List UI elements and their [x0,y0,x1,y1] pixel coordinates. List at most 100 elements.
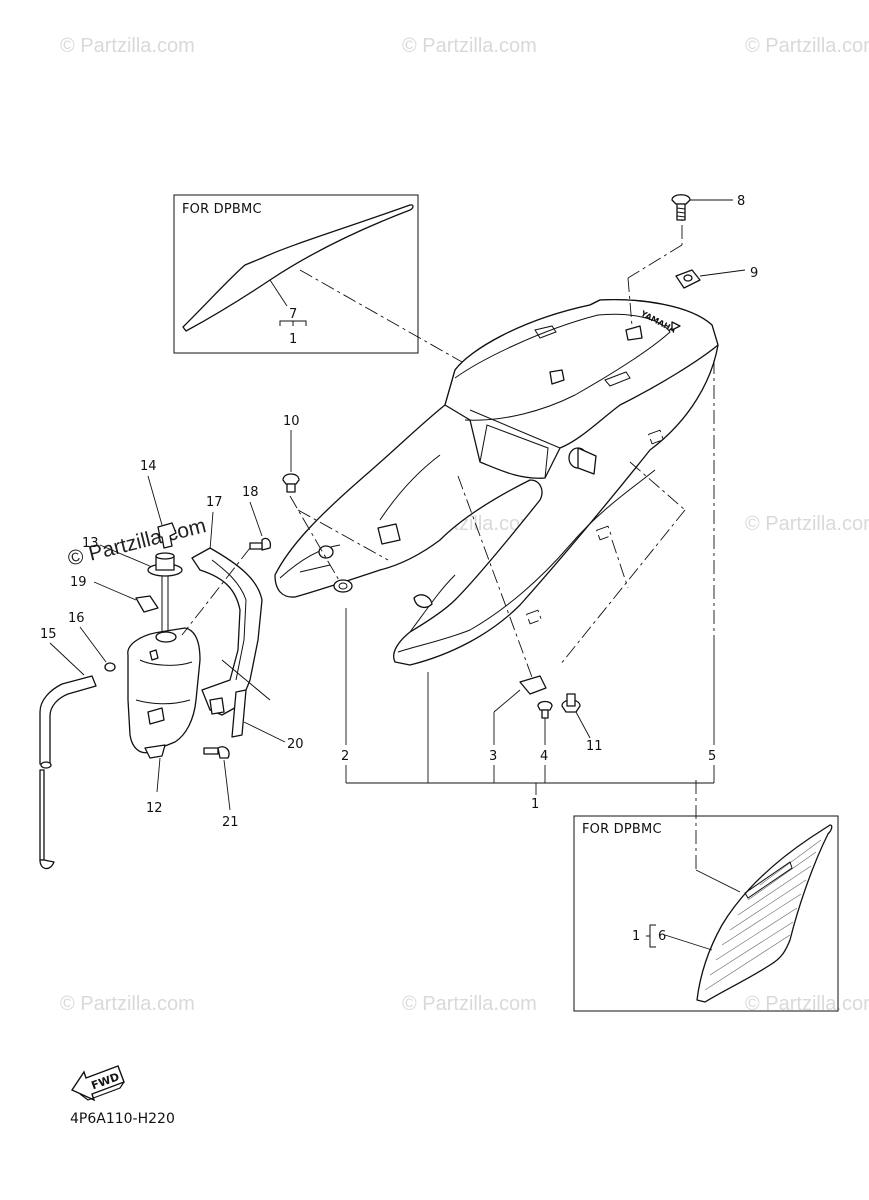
leader-line [79,626,107,663]
leader-line [147,475,163,526]
inset-label: FOR DPBMC [582,822,662,837]
side-decal-part [696,824,833,1003]
callout-14: 14 [140,459,157,474]
leader-line [209,511,214,551]
bolt-21-head [217,746,230,759]
hose-clamp-16 [104,662,116,672]
leader-dashed [297,509,389,561]
inset-label: FOR DPBMC [182,202,262,217]
leader-dashed [289,495,341,583]
elbow-fitting-14 [157,522,177,549]
leader-line [243,721,286,743]
clip-3 [519,675,547,695]
callout-11: 11 [586,739,603,754]
clip-hint [648,429,664,445]
seat-pad [444,299,719,479]
hose-joint [40,761,52,769]
bolt-4-shank [541,709,549,719]
seat-edge [469,409,561,449]
inner-panel-line [379,454,441,521]
seat-clip [625,325,643,341]
reservoir-group: 14 13 19 16 12 15 [39,459,304,870]
leader-line [93,581,137,601]
callout-8: 8 [737,194,745,209]
bolt-18-shank [249,542,263,550]
rivet-10 [282,473,300,485]
assembly-bracket: 2 3 4 5 1 [341,608,716,812]
leader-line [99,544,153,568]
side-panel-crease [409,574,456,633]
callout-20: 20 [287,737,304,752]
callout-17: 17 [206,495,223,510]
seat-front-face [479,424,549,479]
inset-side-decal: FOR DPBMC 1 6 [573,815,839,1012]
thread [676,207,686,210]
inset-frame [573,815,839,1012]
grommet [333,579,353,593]
mount-hole [413,594,433,609]
callout-13: 13 [82,536,99,551]
rear-cowl-assembly: YAMAHA [274,299,719,666]
watermark-text: © Partzilla.com [60,993,195,1015]
callout-5: 5 [708,749,716,764]
reservoir-tank-12 [127,627,201,754]
bolt-21-shank [203,747,219,755]
thread [676,211,686,214]
leader-dashed [627,244,683,279]
seat-tab [604,371,631,387]
strap-guide [221,659,271,701]
mount-grommet-seat [318,545,334,559]
reservoir-bracket-17 [191,547,263,716]
seat-top-outline [454,313,671,421]
leader-dashed [559,509,686,666]
thread [676,215,686,218]
leader-line [49,642,85,676]
watermark-text: © Partzilla.com [745,993,869,1015]
bolt-18-head [261,537,272,551]
tank-nipple [149,649,159,661]
callout-19: 19 [70,575,87,590]
callout-6: 6 [658,929,666,944]
seat-arrow [671,321,681,331]
diagram-code: 4P6A110-H220 [70,1111,175,1127]
callout-18: 18 [242,485,259,500]
rivet-11-pin [566,693,576,707]
leader-dashed [299,269,463,363]
seat-lock-body [577,447,597,475]
leader-dashed [627,277,633,327]
clip-hint [596,525,612,541]
grommet-hole [338,582,348,590]
watermark-text: © Partzilla.com [60,35,195,57]
decal-stripes [704,839,822,991]
leader-dashed [457,475,534,681]
front-panel-crease [279,544,341,579]
tank-line [139,659,193,666]
callout-6-parent: 1 [632,929,640,944]
bracket-edge [211,559,247,681]
tank-foot [144,744,166,759]
watermark-layer: © Partzilla.com © Partzilla.com © Partzi… [60,35,869,1015]
clip-19 [135,595,159,613]
callout-2: 2 [341,749,349,764]
watermark-text: © Partzilla.com [745,513,869,535]
leader-line [156,757,161,793]
tank-filler-neck [155,631,177,643]
rivet-10-shank [286,483,296,493]
overflow-hose-15 [39,769,45,861]
callout-3: 3 [489,749,497,764]
callout-4: 4 [540,749,548,764]
leader-line [664,934,713,951]
leader-line [575,711,591,739]
overflow-hose-15-upper [39,675,97,765]
leader-line [493,689,521,713]
callout-1: 1 [531,797,539,812]
nut-9-hole [683,274,693,282]
leader-line [699,269,746,277]
callout-7-parent: 1 [289,332,297,347]
callout-7: 7 [289,307,297,322]
inset-seat-decal: FOR DPBMC 7 1 [173,194,419,354]
bracket [649,924,656,948]
leader-line [249,501,263,537]
bracket-slot [209,697,225,715]
